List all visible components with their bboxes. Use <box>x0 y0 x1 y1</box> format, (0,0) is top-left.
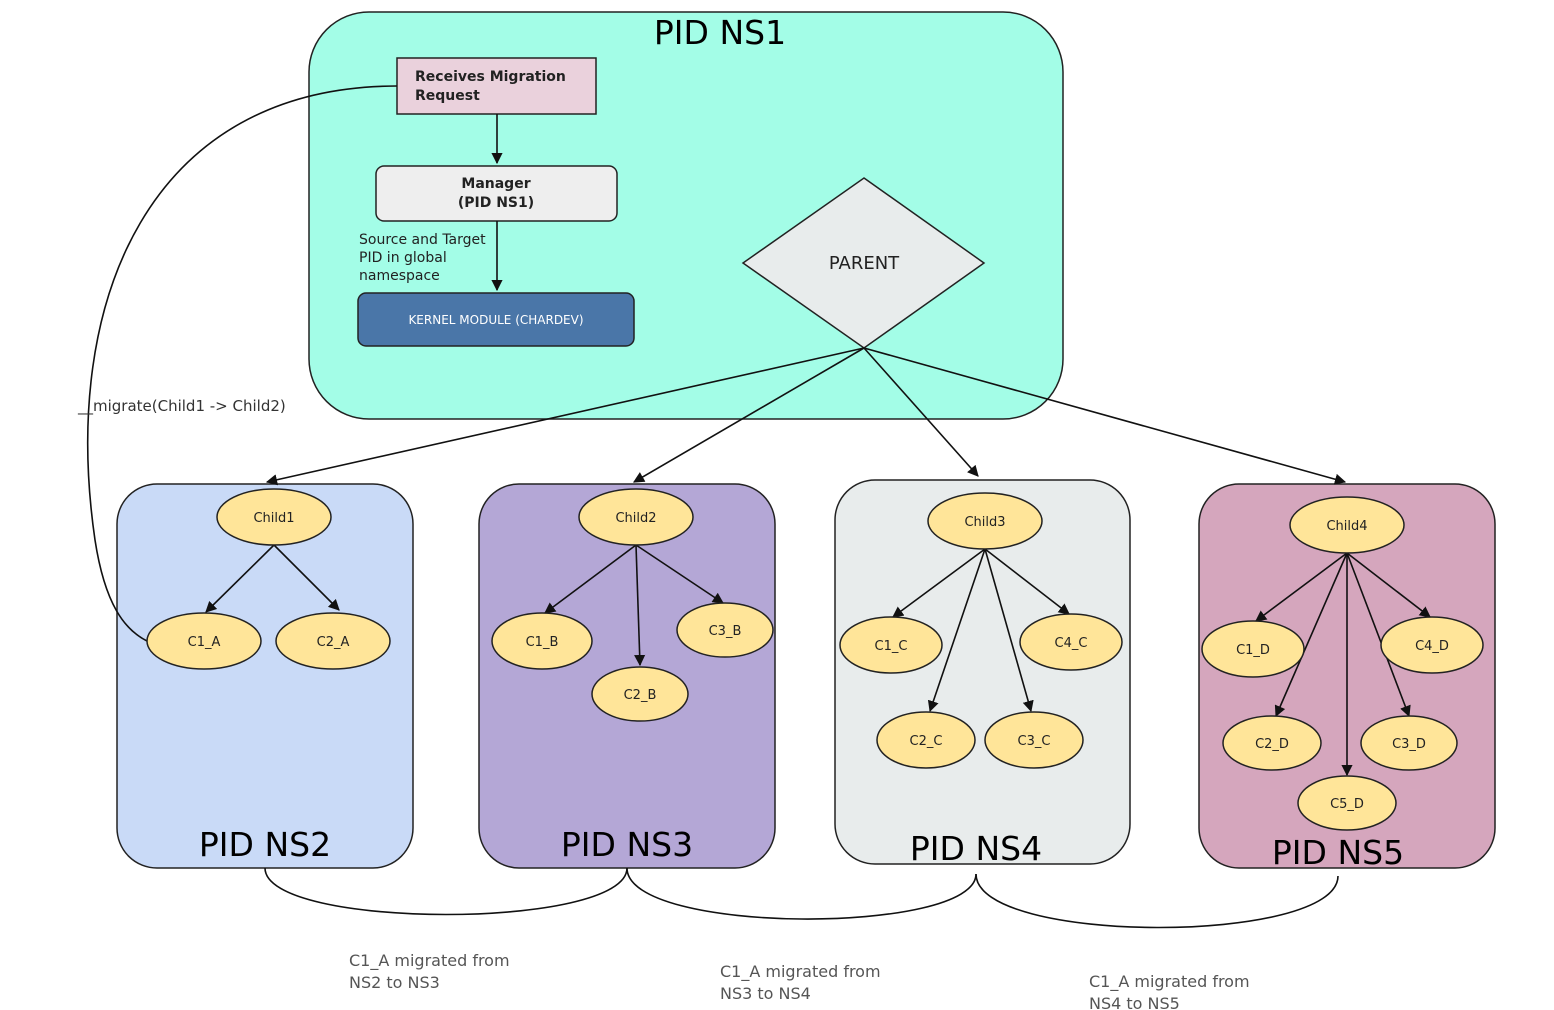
node-c3c <box>984 711 1084 769</box>
caption-ns2-ns3-line2: NS2 to NS3 <box>349 973 440 992</box>
edge-child1-c1a <box>205 544 275 613</box>
node-c1d-label: C1_D <box>1236 643 1270 658</box>
node-c3d <box>1360 715 1458 771</box>
edge-child3-c4c <box>984 548 1070 615</box>
pid-ns4-title: PID NS4 <box>910 829 1042 868</box>
migration-curve-ns4-ns5 <box>975 873 1339 929</box>
edge-child3-c1c <box>892 548 986 618</box>
node-c4c <box>1019 613 1123 671</box>
edge-child2-c2b <box>634 544 646 667</box>
arrow-parent-to-child2 <box>633 347 865 483</box>
node-child2 <box>578 488 694 546</box>
node-c3b <box>676 602 774 658</box>
node-c1a-label: C1_A <box>188 635 221 650</box>
node-c4d <box>1380 616 1484 674</box>
caption-ns3-ns4-line2: NS3 to NS4 <box>720 984 811 1003</box>
pid-ns2-title: PID NS2 <box>199 825 331 864</box>
migrate-call-label: __migrate(Child1 -> Child2) <box>77 397 286 416</box>
node-child1-label: Child1 <box>253 511 294 526</box>
pid-ns5-title: PID NS5 <box>1272 833 1404 872</box>
node-c1b <box>491 612 593 670</box>
node-child4 <box>1289 496 1405 554</box>
kernel-module-box <box>357 292 635 347</box>
node-c1c-label: C1_C <box>875 639 908 654</box>
arrow-parent-to-child1 <box>265 347 865 486</box>
node-c4c-label: C4_C <box>1055 636 1088 651</box>
node-c2b <box>591 666 689 722</box>
node-c2c <box>876 711 976 769</box>
caption-ns3-ns4-line1: C1_A migrated from <box>720 962 881 982</box>
parent-label: PARENT <box>829 253 900 274</box>
node-child3 <box>927 492 1043 550</box>
node-c4d-label: C4_D <box>1415 639 1449 654</box>
node-c2d <box>1222 715 1322 771</box>
node-c2b-label: C2_B <box>624 688 657 703</box>
source-target-label-line1: Source and Target <box>359 232 486 248</box>
caption-ns4-ns5-line2: NS4 to NS5 <box>1089 994 1180 1010</box>
kernel-module-label: KERNEL MODULE (CHARDEV) <box>408 313 583 327</box>
node-c3d-label: C3_D <box>1392 737 1426 752</box>
edge-child4-c2d <box>1274 552 1348 718</box>
source-target-label-line3: namespace <box>359 268 440 284</box>
edge-child1-c2a <box>273 544 340 611</box>
edge-child3-c3c <box>984 548 1034 713</box>
caption-ns2-ns3-line1: C1_A migrated from <box>349 951 510 971</box>
edge-child4-c1d <box>1255 552 1348 622</box>
arrow-parent-to-child3 <box>863 347 979 477</box>
node-c1d <box>1201 620 1305 678</box>
node-c3b-label: C3_B <box>709 624 742 639</box>
pid-ns1-title: PID NS1 <box>654 13 786 52</box>
edge-child4-c3d <box>1346 552 1411 718</box>
node-child3-label: Child3 <box>964 515 1005 530</box>
node-c2a <box>275 612 391 670</box>
node-c2c-label: C2_C <box>910 734 943 749</box>
edge-child3-c2c <box>927 548 986 713</box>
node-child1 <box>216 488 332 546</box>
source-target-label-line2: PID in global <box>359 250 447 266</box>
pid-ns3-title: PID NS3 <box>561 825 693 864</box>
node-c1a <box>146 612 262 670</box>
manager-label-line2: (PID NS1) <box>458 195 534 211</box>
node-c5d <box>1297 775 1397 831</box>
node-c2d-label: C2_D <box>1255 737 1289 752</box>
manager-label-line1: Manager <box>461 176 530 192</box>
receives-migration-label-line1: Receives Migration <box>415 69 566 85</box>
pid-ns4-container <box>834 479 1131 865</box>
node-child4-label: Child4 <box>1326 519 1367 534</box>
node-child2-label: Child2 <box>615 511 656 526</box>
receives-migration-request-box <box>396 57 597 115</box>
node-c1c <box>839 616 943 674</box>
migrate-call-curve <box>86 85 398 642</box>
receives-migration-label-line2: Request <box>415 88 480 104</box>
node-c5d-label: C5_D <box>1330 797 1364 812</box>
node-c1b-label: C1_B <box>526 635 559 650</box>
caption-ns4-ns5-line1: C1_A migrated from <box>1089 972 1250 992</box>
node-c2a-label: C2_A <box>317 635 350 650</box>
node-c3c-label: C3_C <box>1018 734 1051 749</box>
arrow-parent-to-child4 <box>863 347 1347 485</box>
migration-curve-ns2-ns3 <box>264 867 628 916</box>
edge-child2-c3b <box>635 544 724 604</box>
edge-child2-c1b <box>544 544 637 614</box>
manager-box <box>375 165 618 222</box>
edge-child4-c4d <box>1346 552 1431 618</box>
migration-curve-ns3-ns4 <box>626 867 977 920</box>
